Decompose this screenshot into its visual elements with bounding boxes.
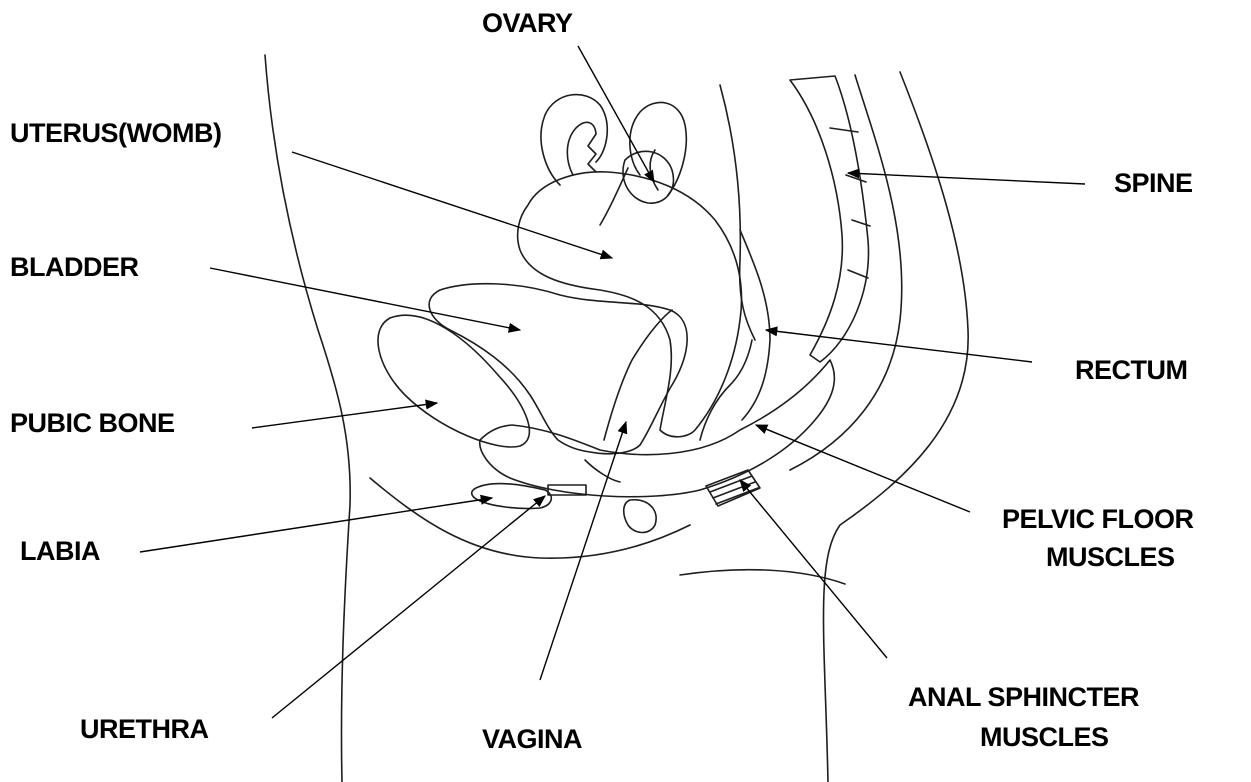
ovary-ligament — [600, 168, 628, 225]
pubic-bone-shape — [378, 315, 529, 447]
labia-leader — [140, 498, 492, 552]
label-spine: SPINE — [1114, 168, 1193, 198]
label-pelvic-floor-line2: MUSCLES — [1046, 542, 1175, 572]
label-urethra: URETHRA — [80, 714, 209, 744]
label-anal-sphincter-line2: MUSCLES — [980, 722, 1109, 752]
bladder-leader — [210, 268, 520, 330]
ovary-shape — [623, 151, 674, 203]
abdominal-wall-line — [720, 85, 755, 340]
vagina-shape — [585, 310, 672, 482]
pelvic-floor-leader — [756, 425, 970, 512]
label-anal-sphincter-line1: ANAL SPHINCTER — [908, 682, 1139, 712]
labels: OVARY UTERUS(WOMB) SPINE BLADDER RECTUM … — [10, 8, 1194, 754]
uterus-shape — [518, 172, 742, 437]
rectum-leader — [766, 330, 1032, 362]
perineal-body — [624, 500, 656, 533]
spine-shape — [790, 76, 870, 362]
label-pubic-bone: PUBIC BONE — [10, 408, 175, 438]
label-uterus: UTERUS(WOMB) — [10, 118, 221, 148]
back-outline — [823, 72, 968, 782]
leader-lines — [140, 46, 1085, 718]
spine-leader — [848, 173, 1085, 184]
front-abdomen-outline — [265, 55, 350, 782]
perineum-line — [370, 478, 690, 558]
label-bladder: BLADDER — [10, 252, 139, 282]
urethra-leader — [272, 496, 545, 718]
uterus-leader — [292, 152, 612, 258]
label-vagina: VAGINA — [482, 724, 582, 754]
label-ovary: OVARY — [482, 8, 573, 38]
body-outline — [265, 55, 968, 782]
bladder-shape — [429, 284, 687, 454]
label-pelvic-floor-line1: PELVIC FLOOR — [1002, 504, 1194, 534]
pelvic-floor-shape — [480, 360, 835, 497]
vagina-leader — [540, 422, 626, 680]
label-labia: LABIA — [20, 536, 100, 566]
label-rectum: RECTUM — [1075, 355, 1188, 385]
anal-sphincter-shape — [706, 470, 760, 506]
inner-back-line — [790, 75, 902, 470]
